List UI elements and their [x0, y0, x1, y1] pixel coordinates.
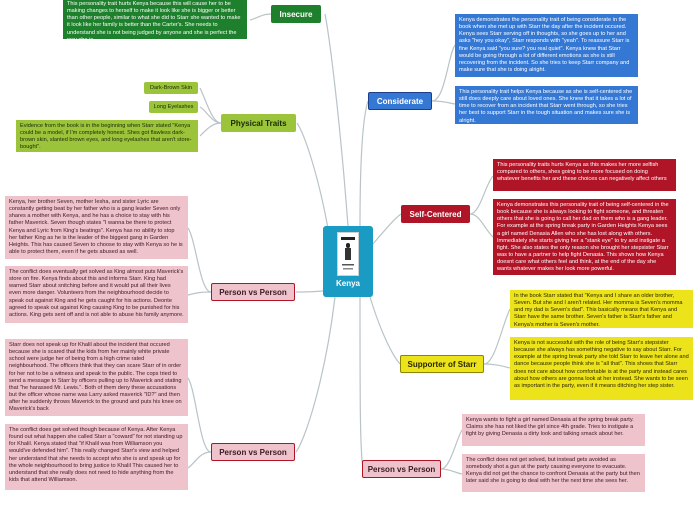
- note-pvp-right-b: The conflict does not get solved, but in…: [462, 454, 645, 492]
- note-pvp-right-a: Kenya wants to fight a girl named Denasi…: [462, 414, 645, 446]
- note-pvp-left-2-a: Starr does not speak up for Khalil about…: [5, 339, 188, 416]
- note-supporter-b: Kenya is not successful with the role of…: [510, 337, 693, 400]
- topic-label: Self-Centered: [409, 209, 462, 219]
- note-self-centered-a: This personality traits hurts Kenya as t…: [493, 159, 676, 191]
- connector-physical-traits: [296, 122, 331, 241]
- topic-physical-traits[interactable]: Physical Traits: [221, 114, 296, 132]
- topic-label: Person vs Person: [367, 464, 436, 474]
- note-supporter-a: In the book Starr stated that "Kenya and…: [510, 290, 693, 328]
- connector-self-centered: [371, 213, 402, 246]
- note-pvp-left-2-b: The conflict does get solved though beca…: [5, 424, 188, 490]
- topic-label: Supporter of Starr: [407, 359, 477, 369]
- connector-supporter: [369, 296, 401, 365]
- connector-insecure: [324, 13, 349, 227]
- tag-long-eyelashes: Long Eyelashes: [149, 101, 198, 113]
- connector-pvp-left-2: [295, 296, 336, 453]
- topic-person-vs-person-left-1[interactable]: Person vs Person: [211, 283, 295, 301]
- note-pvp-left-1-a: Kenya, her brother Seven, mother Iesha, …: [5, 196, 188, 259]
- note-considerate-b: This personality trait helps Kenya becau…: [455, 86, 638, 124]
- tag-dark-brown-skin: Dark-Brown Skin: [144, 82, 198, 94]
- topic-label: Physical Traits: [230, 118, 287, 128]
- connector-considerate: [359, 100, 369, 227]
- book-cover-icon: [337, 232, 359, 276]
- topic-label: Person vs Person: [219, 447, 287, 457]
- topic-person-vs-person-right[interactable]: Person vs Person: [362, 460, 441, 478]
- central-topic-title: Kenya: [335, 279, 360, 288]
- topic-considerate[interactable]: Considerate: [368, 92, 432, 110]
- topic-supporter-of-starr[interactable]: Supporter of Starr: [400, 355, 484, 373]
- note-insecure: This personality trait hurts Kenya becau…: [63, 0, 247, 39]
- topic-label: Considerate: [376, 96, 424, 106]
- topic-label: Insecure: [279, 9, 313, 19]
- topic-self-centered[interactable]: Self-Centered: [401, 205, 470, 223]
- note-considerate-a: Kenya demonstrates the personality trait…: [455, 14, 638, 77]
- note-physical-traits: Evidence from the book is in the beginni…: [16, 120, 198, 152]
- topic-label: Person vs Person: [219, 287, 287, 297]
- note-pvp-left-1-b: The conflict does eventually get solved …: [5, 266, 188, 323]
- topic-insecure[interactable]: Insecure: [271, 5, 321, 23]
- note-self-centered-b: Kenya demonstrates this personality trai…: [493, 199, 676, 275]
- topic-person-vs-person-left-2[interactable]: Person vs Person: [211, 443, 295, 461]
- connector-pvp-right: [359, 296, 364, 470]
